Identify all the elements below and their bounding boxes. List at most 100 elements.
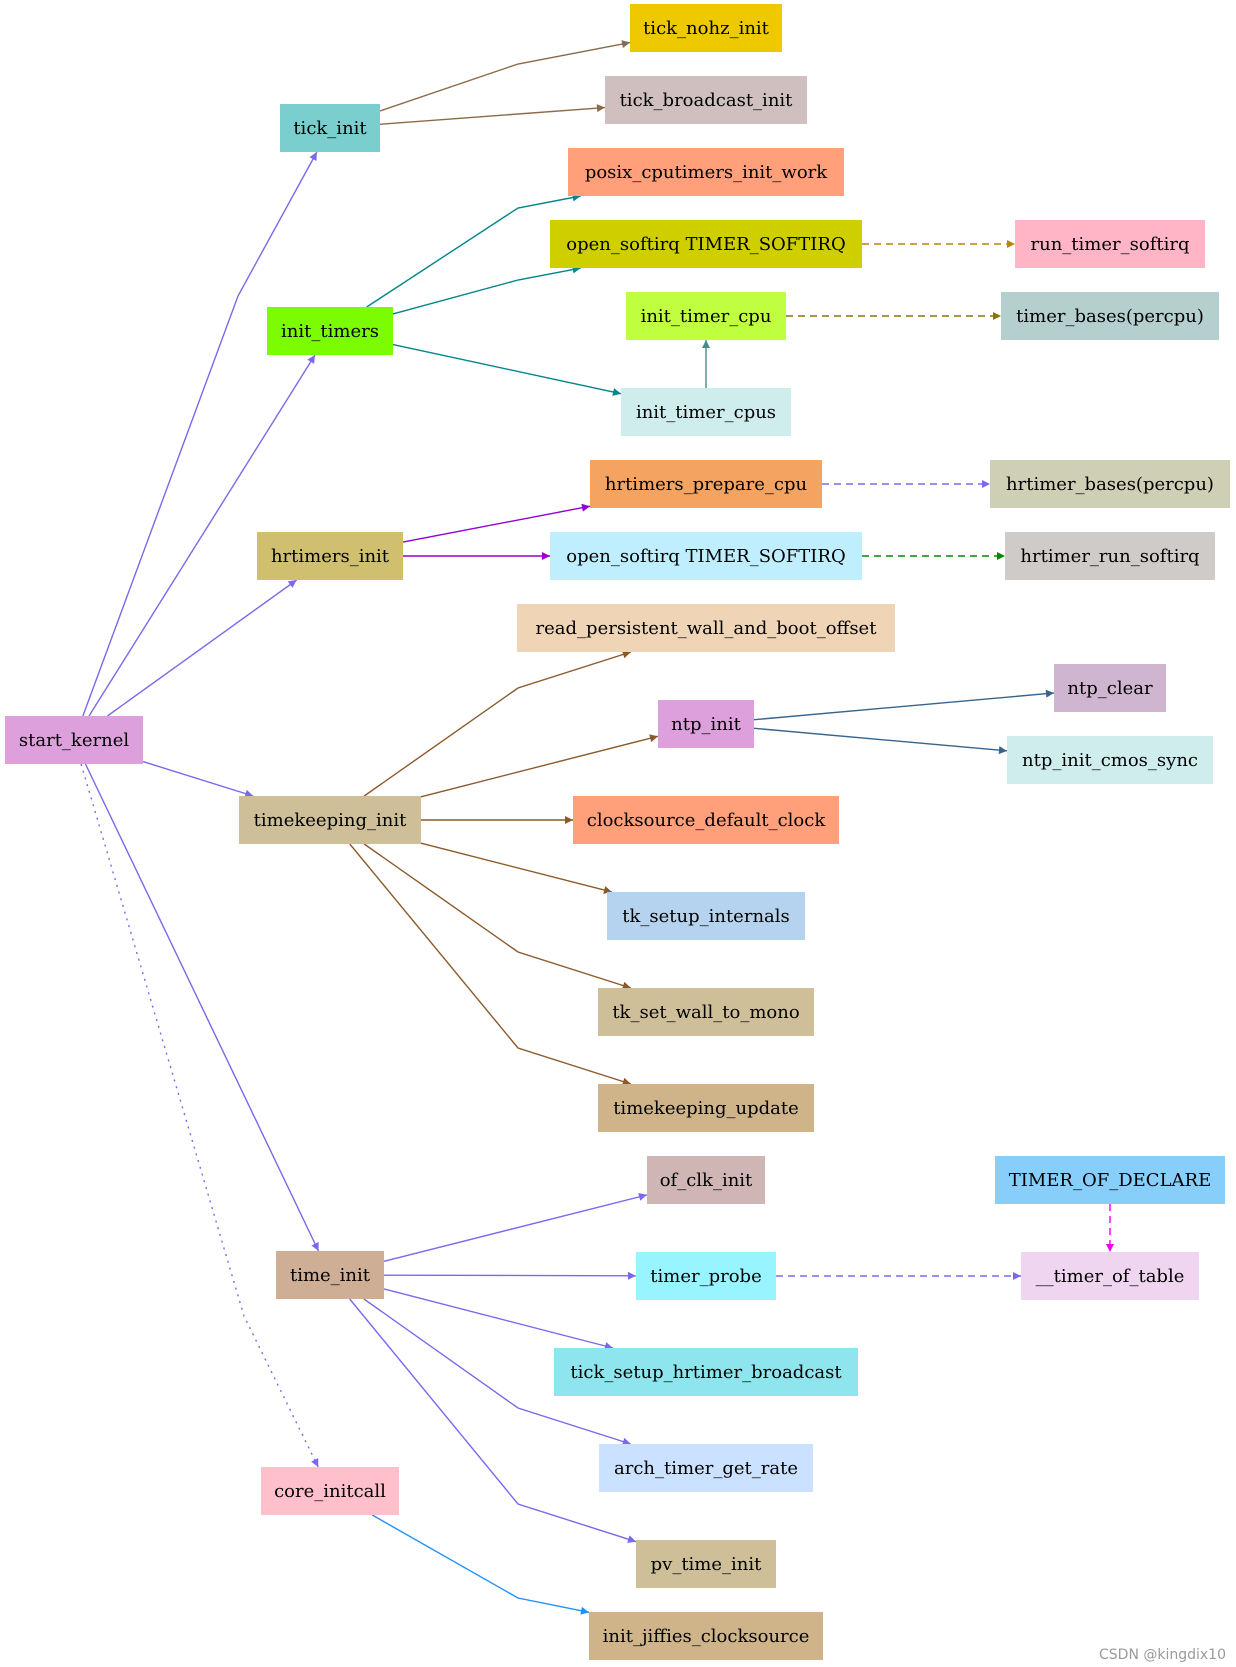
node-ntp-init-cmos-sync: ntp_init_cmos_sync: [1007, 736, 1213, 784]
node-tick-broadcast-init: tick_broadcast_init: [605, 76, 807, 124]
node-box: [280, 104, 380, 152]
node-box: [599, 1444, 813, 1492]
edge-init_timers-to-posix_cputimers_init_work: [366, 193, 581, 308]
edge-tick_init-to-tick_broadcast_init: [379, 104, 606, 125]
node-label: posix_cputimers_init_work: [585, 162, 828, 183]
node-label: timer_probe: [650, 1266, 761, 1287]
node-label: init_timer_cpus: [636, 402, 776, 423]
node-box: [1015, 220, 1205, 268]
node-open-softirq-2: open_softirq TIMER_SOFTIRQ: [550, 532, 862, 580]
node-timer-of-table: __timer_of_table: [1021, 1252, 1199, 1300]
edge-time_init-to-of_clk_init: [383, 1192, 648, 1263]
node-box: [1021, 1252, 1199, 1300]
edge-time_init-to-tick_setup_hrtimer_broadcast: [383, 1288, 614, 1350]
node-ntp-init: ntp_init: [658, 700, 754, 748]
node-read-persistent: read_persistent_wall_and_boot_offset: [517, 604, 895, 652]
node-box: [605, 76, 807, 124]
node-tk-setup-internals: tk_setup_internals: [607, 892, 805, 940]
node-box: [550, 532, 862, 580]
node-init-timer-cpu: init_timer_cpu: [626, 292, 786, 340]
edge-core_initcall-to-init_jiffies_clocksource: [371, 1514, 590, 1615]
node-timer-declare: TIMER_OF_DECLARE: [995, 1156, 1225, 1204]
node-label: hrtimer_run_softirq: [1020, 546, 1199, 567]
edge-time_init-to-arch_timer_get_rate: [363, 1298, 632, 1446]
node-box: [626, 292, 786, 340]
node-label: init_timer_cpu: [641, 306, 772, 327]
node-box: [550, 220, 862, 268]
edge-start_kernel-to-time_init: [84, 763, 320, 1252]
node-box: [621, 388, 791, 436]
node-label: tick_init: [293, 118, 367, 139]
node-box: [517, 604, 895, 652]
edge-time_init-to-pv_time_init: [349, 1298, 637, 1544]
node-posix-cputimers-init-work: posix_cputimers_init_work: [568, 148, 844, 196]
node-label: tick_setup_hrtimer_broadcast: [570, 1362, 842, 1383]
node-label: tick_nohz_init: [643, 18, 770, 39]
node-core-initcall: core_initcall: [261, 1467, 399, 1515]
node-hrtimer-run-softirq: hrtimer_run_softirq: [1005, 532, 1215, 580]
node-label: open_softirq TIMER_SOFTIRQ: [566, 234, 845, 255]
node-hrtimers-init: hrtimers_init: [257, 532, 403, 580]
node-label: init_jiffies_clocksource: [603, 1626, 810, 1647]
node-label: run_timer_softirq: [1031, 234, 1190, 255]
node-of-clk-init: of_clk_init: [647, 1156, 765, 1204]
edge-ntp_init-to-ntp_clear: [753, 689, 1055, 721]
edge-timekeeping_init-to-read_persistent: [363, 650, 632, 797]
node-timer-bases: timer_bases(percpu): [1001, 292, 1219, 340]
node-label: ntp_clear: [1067, 678, 1153, 699]
node-tick-setup-hrtimer-broadcast: tick_setup_hrtimer_broadcast: [554, 1348, 858, 1396]
node-box: [276, 1251, 384, 1299]
node-box: [1007, 736, 1213, 784]
node-time-init: time_init: [276, 1251, 384, 1299]
node-timekeeping-update: timekeeping_update: [598, 1084, 814, 1132]
edge-timekeeping_init-to-ntp_init: [420, 734, 659, 798]
node-box: [257, 532, 403, 580]
node-box: [995, 1156, 1225, 1204]
node-box: [5, 716, 143, 764]
node-box: [239, 796, 421, 844]
node-label: tick_broadcast_init: [620, 90, 794, 111]
node-box: [658, 700, 754, 748]
node-tk-set-wall-to-mono: tk_set_wall_to_mono: [598, 988, 814, 1036]
node-label: core_initcall: [274, 1481, 386, 1502]
node-init-jiffies-clocksource: init_jiffies_clocksource: [589, 1612, 823, 1660]
node-tick-nohz-init: tick_nohz_init: [630, 4, 782, 52]
node-arch-timer-get-rate: arch_timer_get_rate: [599, 1444, 813, 1492]
node-label: hrtimer_bases(percpu): [1006, 474, 1214, 495]
edge-start_kernel-to-timekeeping_init: [142, 760, 254, 798]
watermark: CSDN @kingdix10: [1099, 1647, 1226, 1663]
edge-init_timers-to-init_timer_cpus: [392, 343, 622, 396]
edge-start_kernel-to-core_initcall: [80, 763, 319, 1468]
node-ntp-clear: ntp_clear: [1054, 664, 1166, 712]
node-box: [598, 1084, 814, 1132]
node-box: [1001, 292, 1219, 340]
node-init-timer-cpus: init_timer_cpus: [621, 388, 791, 436]
node-label: clocksource_default_clock: [587, 810, 827, 831]
node-label: pv_time_init: [651, 1554, 763, 1575]
node-box: [1005, 532, 1215, 580]
node-clocksource-default-clock: clocksource_default_clock: [573, 796, 839, 844]
node-hrtimers-prepare-cpu: hrtimers_prepare_cpu: [590, 460, 822, 508]
node-box: [590, 460, 822, 508]
node-run-timer-softirq: run_timer_softirq: [1015, 220, 1205, 268]
edge-start_kernel-to-tick_init: [82, 151, 318, 717]
node-init-timers: init_timers: [267, 307, 393, 355]
edge-start_kernel-to-init_timers: [88, 354, 316, 717]
node-box: [573, 796, 839, 844]
edge-start_kernel-to-hrtimers_init: [106, 579, 298, 717]
node-hrtimer-bases: hrtimer_bases(percpu): [990, 460, 1230, 508]
node-label: __timer_of_table: [1036, 1266, 1185, 1287]
node-box: [636, 1252, 776, 1300]
edge-time_init-to-timer_probe: [383, 1271, 637, 1280]
node-label: open_softirq TIMER_SOFTIRQ: [566, 546, 845, 567]
edge-timekeeping_init-to-tk_set_wall_to_mono: [363, 843, 632, 990]
node-pv-time-init: pv_time_init: [636, 1540, 776, 1588]
node-start-kernel: start_kernel: [5, 716, 143, 764]
node-label: tk_set_wall_to_mono: [612, 1002, 799, 1023]
node-label: init_timers: [281, 321, 379, 342]
node-box: [630, 4, 782, 52]
node-label: time_init: [290, 1265, 371, 1286]
edges-layer: [80, 40, 1114, 1615]
node-box: [261, 1467, 399, 1515]
